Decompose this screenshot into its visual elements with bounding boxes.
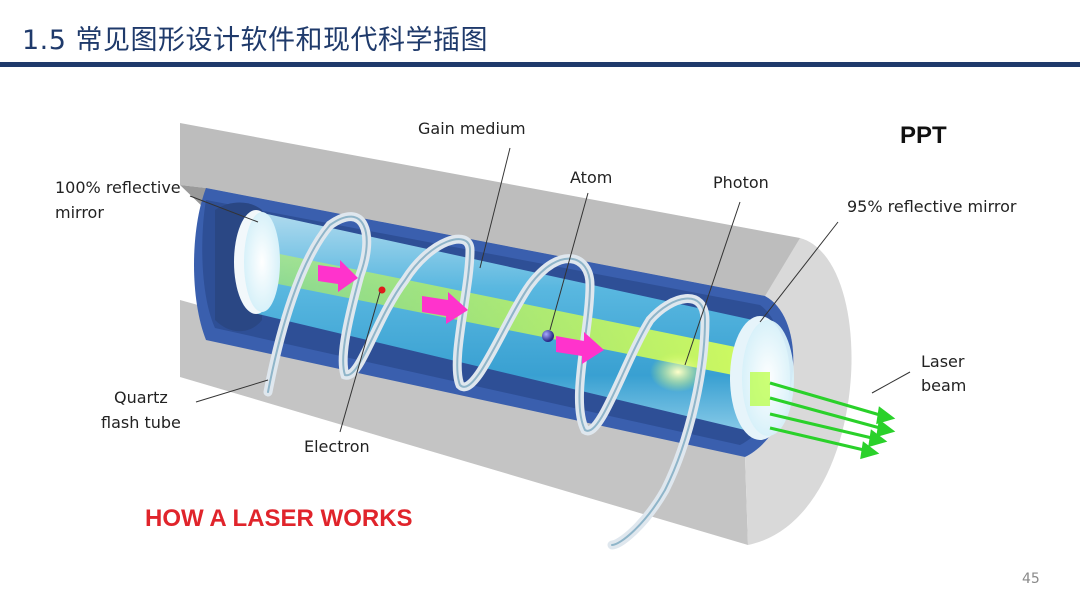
ppt-tag: PPT (900, 122, 947, 149)
label-full-mirror-line1: 100% reflective (55, 178, 181, 197)
title-divider (0, 62, 1080, 67)
slide-title: 1.5 常见图形设计软件和现代科学插图 (22, 25, 489, 56)
photon-arrows (318, 260, 604, 364)
flash-tube-coil (263, 212, 710, 550)
label-atom: Atom (570, 168, 613, 187)
label-flash-tube-line1: Quartz (114, 388, 168, 407)
label-gain-medium: Gain medium (418, 119, 526, 138)
diagram-caption: HOW A LASER WORKS (145, 505, 413, 532)
page-number: 45 (1022, 571, 1040, 587)
atom-sphere (542, 330, 554, 342)
label-photon: Photon (713, 173, 769, 192)
laser-beam-arrows (769, 381, 896, 460)
partial-reflective-mirror (730, 316, 794, 440)
label-full-mirror-line2: mirror (55, 203, 104, 222)
label-electron: Electron (304, 437, 370, 456)
leader-lines (189, 147, 911, 433)
label-flash-tube-line2: flash tube (101, 413, 181, 432)
full-reflective-mirror (234, 210, 280, 314)
label-laser-beam-line1: Laser (921, 352, 965, 371)
label-partial-mirror: 95% reflective mirror (847, 197, 1017, 216)
label-laser-beam-line2: beam (921, 376, 967, 395)
electron-dot (378, 286, 386, 294)
